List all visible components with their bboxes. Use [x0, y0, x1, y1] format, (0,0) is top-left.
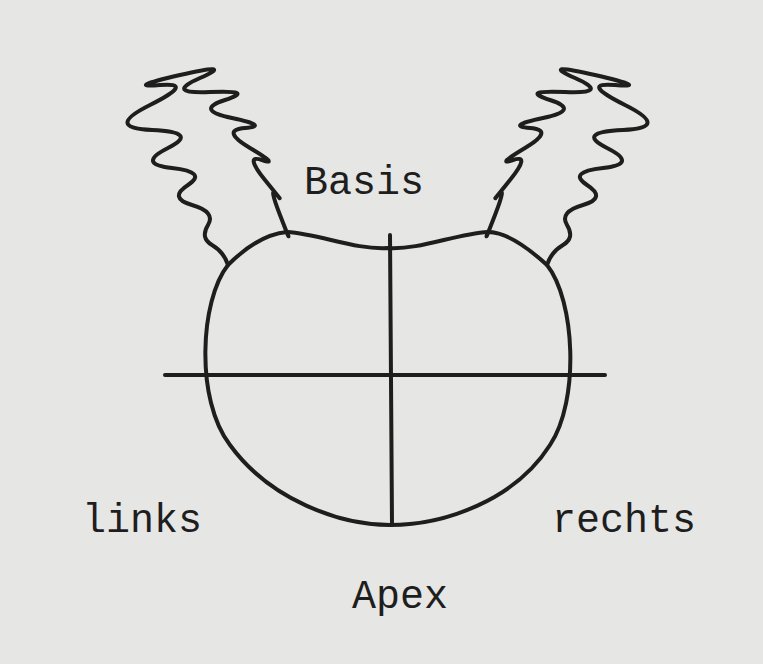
organ-outline: [205, 232, 570, 525]
side-label: rechts: [552, 502, 696, 542]
right-tube: [487, 69, 648, 265]
left-tube: [127, 69, 288, 265]
horizontal-axis: [165, 373, 605, 377]
region-label: Apex: [352, 578, 448, 618]
region-label: Basis: [304, 164, 424, 204]
vertical-axis: [390, 235, 392, 525]
side-label: links: [82, 502, 202, 542]
